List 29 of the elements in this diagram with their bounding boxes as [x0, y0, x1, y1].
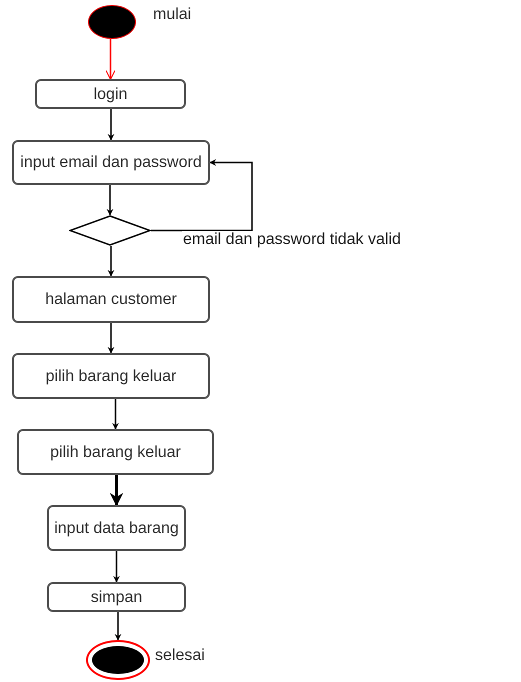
node-caption: mulai [153, 6, 192, 24]
decision-diamond [69, 215, 151, 246]
arrow [151, 159, 253, 232]
arrow [114, 612, 122, 641]
node-caption: selesai [155, 647, 205, 665]
arrow [105, 39, 116, 80]
edge-label: email dan password tidak valid [182, 231, 402, 249]
activity-box [12, 353, 210, 399]
activity-label: input data barang [54, 518, 179, 538]
activity-label: input email dan password [20, 153, 202, 172]
arrow [108, 323, 114, 354]
activity-label: halaman customer [45, 290, 177, 309]
activity-box [17, 429, 214, 475]
activity-label: pilih barang keluar [50, 442, 181, 462]
activity-box [47, 582, 186, 612]
activity-label: pilih barang keluar [46, 366, 176, 386]
activity-box [12, 140, 210, 185]
arrow [108, 109, 114, 141]
activity-label: login [94, 84, 128, 104]
activity-box [47, 505, 186, 551]
arrow [106, 185, 114, 216]
arrow [113, 551, 120, 583]
start-node-circle [88, 5, 136, 39]
activity-box [35, 79, 186, 109]
arrow [110, 475, 124, 506]
activity-label: simpan [90, 588, 142, 606]
arrow [112, 399, 119, 430]
arrow [108, 246, 114, 277]
activity-box [12, 276, 210, 323]
